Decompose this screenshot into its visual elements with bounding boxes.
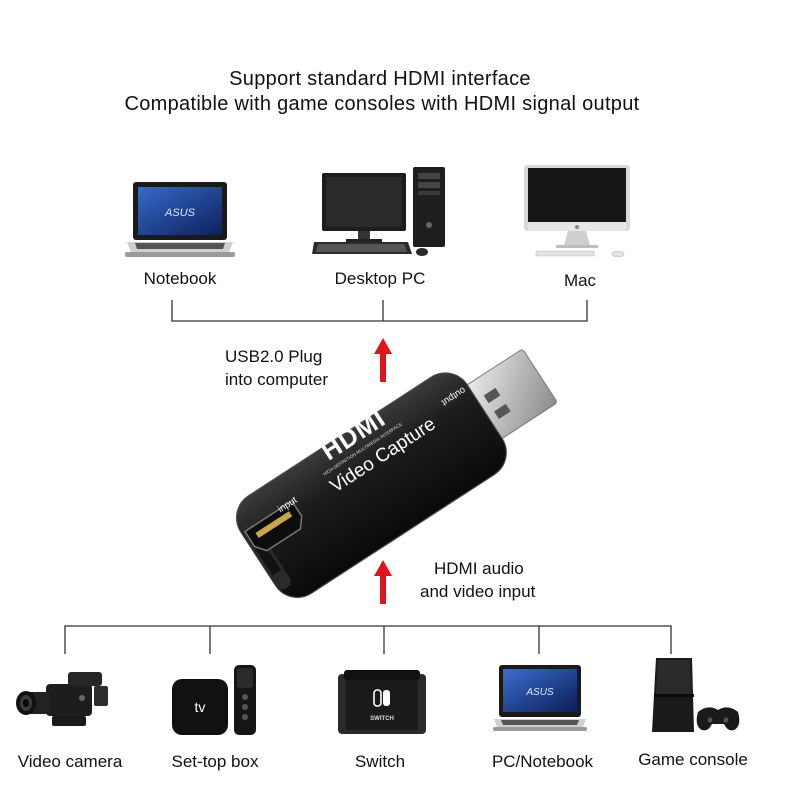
usb-note: USB2.0 Plug into computer bbox=[225, 345, 355, 391]
laptop-screen-text: ASUS bbox=[525, 687, 554, 698]
hdmi-note-line-1: HDMI audio bbox=[434, 559, 524, 578]
bottom-bracket-line bbox=[64, 625, 672, 654]
output-label-mac: Mac bbox=[563, 271, 597, 290]
input-label-game-console: Game console bbox=[638, 750, 748, 769]
laptop-icon: ASUS bbox=[125, 182, 235, 257]
output-label-notebook: Notebook bbox=[143, 269, 217, 288]
input-label-pc-notebook: PC/Notebook bbox=[491, 752, 594, 771]
up-arrow-usb-icon bbox=[374, 338, 392, 382]
apple-tv-logo-text: tv bbox=[195, 699, 206, 715]
input-label-set-top-box: Set-top box bbox=[171, 752, 259, 771]
top-bracket-line bbox=[171, 300, 588, 322]
usb-note-line-2: into computer bbox=[225, 370, 328, 389]
output-label-desktop-pc: Desktop PC bbox=[334, 269, 426, 288]
input-label-switch: Switch bbox=[354, 752, 406, 771]
header-line-1: Support standard HDMI interface bbox=[229, 68, 531, 90]
laptop-icon: ASUS bbox=[493, 665, 587, 731]
laptop-screen-text: ASUS bbox=[164, 207, 196, 219]
input-label-video-camera: Video camera bbox=[17, 752, 123, 771]
usb-note-line-1: USB2.0 Plug bbox=[225, 347, 323, 366]
hdmi-note-line-2: and video input bbox=[420, 582, 536, 601]
header-line-2: Compatible with game consoles with HDMI … bbox=[124, 93, 640, 115]
hdmi-note: HDMI audio and video input bbox=[420, 557, 570, 603]
imac-icon bbox=[524, 165, 630, 258]
up-arrow-hdmi-icon bbox=[374, 560, 392, 604]
nintendo-switch-icon: SWITCH bbox=[338, 670, 426, 734]
video-camera-icon bbox=[16, 672, 108, 726]
set-top-box-icon: tv bbox=[172, 665, 256, 735]
switch-dock-text: SWITCH bbox=[370, 716, 394, 722]
desktop-pc-icon bbox=[312, 167, 445, 256]
game-console-icon bbox=[652, 658, 740, 732]
